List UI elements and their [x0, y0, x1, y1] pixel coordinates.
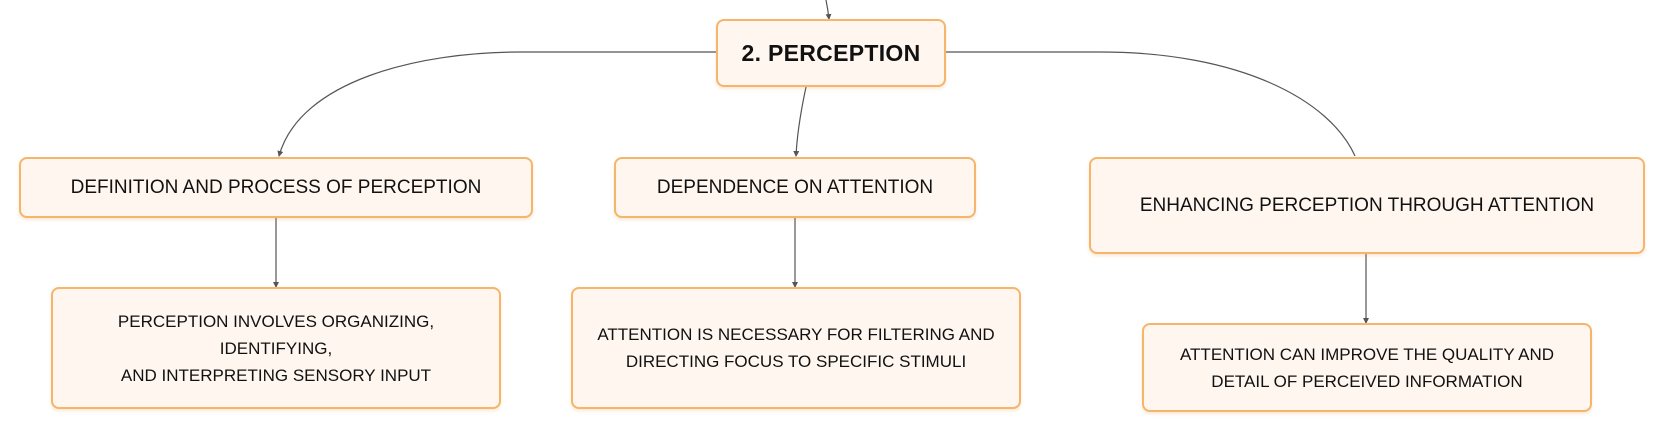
detail-node-enhancing[interactable]: ATTENTION CAN IMPROVE THE QUALITY AND DE… [1142, 323, 1592, 412]
branch-node-enhancing[interactable]: ENHANCING PERCEPTION THROUGH ATTENTION [1089, 157, 1645, 254]
detail-node-text: ATTENTION CAN IMPROVE THE QUALITY AND DE… [1180, 341, 1554, 395]
branch-node-dependence[interactable]: DEPENDENCE ON ATTENTION [614, 157, 976, 218]
connector-root-to-branch-2 [793, 86, 807, 157]
branch-node-label: DEFINITION AND PROCESS OF PERCEPTION [70, 176, 482, 198]
connector-root-to-branch-3 [946, 51, 1356, 157]
detail-line: AND INTERPRETING SENSORY INPUT [120, 365, 432, 385]
branch-node-label: DEPENDENCE ON ATTENTION [656, 176, 934, 198]
detail-line: DETAIL OF PERCEIVED INFORMATION [1211, 371, 1523, 391]
detail-line: ATTENTION CAN IMPROVE THE QUALITY AND [1179, 344, 1555, 364]
detail-line: ATTENTION IS NECESSARY FOR FILTERING AND [597, 325, 995, 344]
root-node-label: 2. PERCEPTION [741, 39, 921, 66]
detail-line: DIRECTING FOCUS TO SPECIFIC STIMULI [625, 352, 967, 371]
connector-root-to-branch-1 [277, 51, 716, 157]
detail-line: PERCEPTION INVOLVES ORGANIZING, IDENTIFY… [117, 311, 435, 358]
detail-node-text: ATTENTION IS NECESSARY FOR FILTERING AND… [597, 321, 994, 375]
branch-node-definition[interactable]: DEFINITION AND PROCESS OF PERCEPTION [19, 157, 533, 218]
connector-parent-to-root [825, 0, 832, 20]
root-node[interactable]: 2. PERCEPTION [716, 19, 946, 87]
detail-node-dependence[interactable]: ATTENTION IS NECESSARY FOR FILTERING AND… [571, 287, 1021, 409]
detail-node-definition[interactable]: PERCEPTION INVOLVES ORGANIZING, IDENTIFY… [51, 287, 501, 409]
branch-node-label: ENHANCING PERCEPTION THROUGH ATTENTION [1139, 194, 1595, 216]
detail-node-text: PERCEPTION INVOLVES ORGANIZING, IDENTIFY… [61, 308, 491, 389]
